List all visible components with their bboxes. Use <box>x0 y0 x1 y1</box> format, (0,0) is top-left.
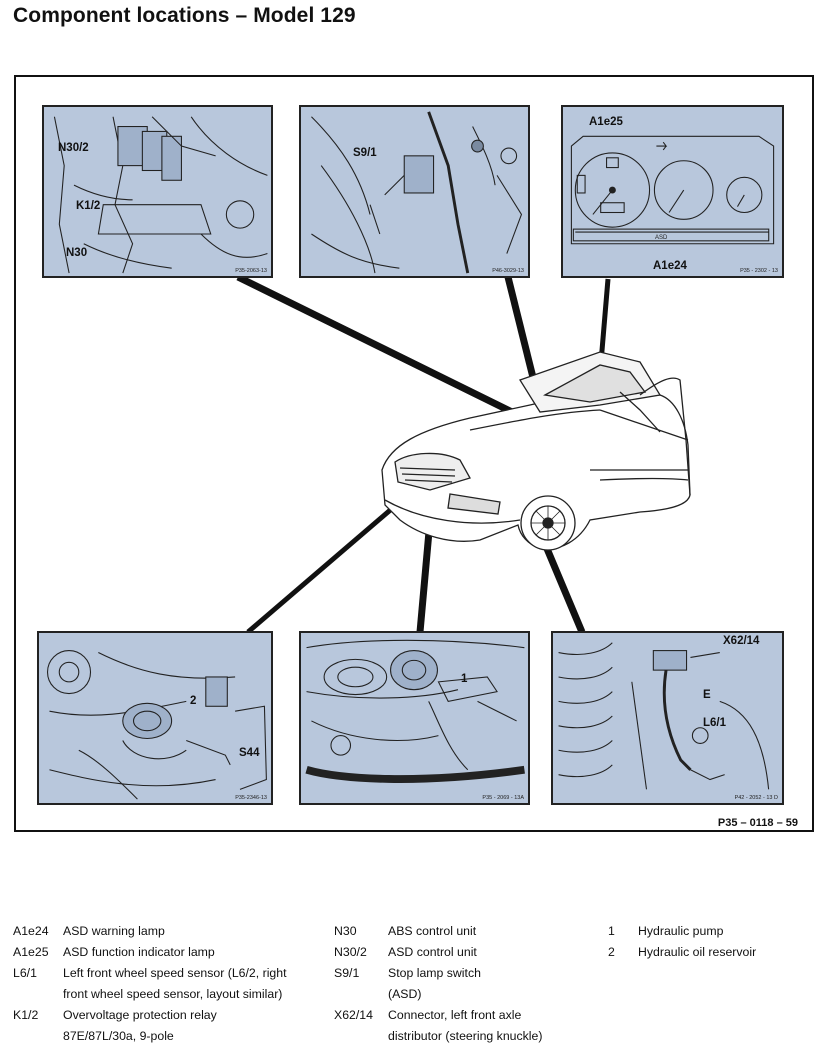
instrument-cluster-sketch <box>570 135 775 245</box>
legend-column-2: N30 ABS control unit N30/2 ASD control u… <box>334 921 542 1047</box>
legend-desc: Stop lamp switch <box>388 966 481 980</box>
legend-desc: ABS control unit <box>388 924 477 938</box>
legend-item: S9/1 Stop lamp switch (ASD) <box>334 963 542 1005</box>
label-2: 2 <box>190 695 197 707</box>
legend-code: S9/1 <box>334 966 360 980</box>
legend-desc: (ASD) <box>388 987 422 1001</box>
panel-wheel-sensor: X62/14 E L6/1 P42 - 2052 - 13 D <box>551 631 784 805</box>
legend-item: N30/2 ASD control unit <box>334 942 542 963</box>
legend-column-1: A1e24 ASD warning lamp A1e25 ASD functio… <box>13 921 287 1047</box>
label-e: E <box>703 689 711 701</box>
legend-item: A1e24 ASD warning lamp <box>13 921 287 942</box>
legend-code: X62/14 <box>334 1008 373 1022</box>
legend-item: N30 ABS control unit <box>334 921 542 942</box>
legend-desc: Overvoltage protection relay <box>63 1008 217 1022</box>
panel-stop-lamp-switch: S9/1 P46-3029-13 <box>299 105 530 278</box>
label-x62-14: X62/14 <box>723 635 760 647</box>
label-n30-2: N30/2 <box>58 142 89 154</box>
legend-code: N30 <box>334 924 357 938</box>
legend-column-3: 1 Hydraulic pump 2 Hydraulic oil reservo… <box>608 921 756 963</box>
label-1: 1 <box>461 673 468 685</box>
legend-item: 1 Hydraulic pump <box>608 921 756 942</box>
diagram-frame <box>14 75 814 832</box>
panel-hydraulic-pump: 1 P35 - 2069 - 13A <box>299 631 530 805</box>
reservoir-sketch <box>46 650 267 800</box>
legend-item: X62/14 Connector, left front axle distri… <box>334 1005 542 1047</box>
legend-desc: 87E/87L/30a, 9-pole <box>63 1029 174 1043</box>
legend-item: A1e25 ASD function indicator lamp <box>13 942 287 963</box>
engine-bay-sketch <box>53 116 268 274</box>
legend-item: K1/2 Overvoltage protection relay 87E/87… <box>13 1005 287 1047</box>
label-a1e25: A1e25 <box>589 116 623 128</box>
legend-code: A1e24 <box>13 924 49 938</box>
page-title: Component locations – Model 129 <box>13 4 356 27</box>
legend-code: K1/2 <box>13 1008 39 1022</box>
legend-item: 2 Hydraulic oil reservoir <box>608 942 756 963</box>
panel-relay-location: N30/2 K1/2 N30 P35-2063-13 <box>42 105 273 278</box>
label-n30: N30 <box>66 247 88 259</box>
legend-item: L6/1 Left front wheel speed sensor (L6/2… <box>13 963 287 1005</box>
panel-instrument-cluster: A1e25 A1e24 ASD P35 - 2302 - 13 <box>561 105 784 278</box>
figure-reference: P35 – 0118 – 59 <box>717 817 798 829</box>
legend-desc: Left front wheel speed sensor (L6/2, rig… <box>63 966 287 980</box>
pump-sketch <box>305 639 525 783</box>
legend-desc: Connector, left front axle <box>388 1008 522 1022</box>
legend-code: A1e25 <box>13 945 49 959</box>
label-s44: S44 <box>239 747 260 759</box>
wheel-sensor-sketch <box>558 642 770 790</box>
legend-code: 1 <box>608 924 615 938</box>
panel-code: P35-2063-13 <box>235 268 267 274</box>
legend-desc: ASD function indicator lamp <box>63 945 215 959</box>
pedal-sketch <box>311 111 523 274</box>
panel-code: P35 - 2302 - 13 <box>740 268 778 274</box>
panel-code: P42 - 2052 - 13 D <box>734 795 778 801</box>
panel-code: P35-2346-13 <box>235 795 267 801</box>
legend-desc: front wheel speed sensor, layout similar… <box>63 987 283 1001</box>
legend-code: 2 <box>608 945 615 959</box>
label-l6-1: L6/1 <box>703 717 727 729</box>
legend-desc: ASD warning lamp <box>63 924 165 938</box>
legend-desc: distributor (steering knuckle) <box>388 1029 543 1043</box>
legend-desc: Hydraulic pump <box>638 924 724 938</box>
label-s9-1: S9/1 <box>353 147 377 159</box>
panel-oil-reservoir: 2 S44 P35-2346-13 <box>37 631 273 805</box>
legend-desc: ASD control unit <box>388 945 477 959</box>
panel-code: P35 - 2069 - 13A <box>482 795 524 801</box>
panel-code: P46-3029-13 <box>492 268 524 274</box>
label-a1e24: A1e24 <box>653 260 687 272</box>
legend-code: L6/1 <box>13 966 37 980</box>
asd-display-text: ASD <box>655 235 668 241</box>
legend-desc: Hydraulic oil reservoir <box>638 945 757 959</box>
label-k1-2: K1/2 <box>76 200 101 212</box>
legend-code: N30/2 <box>334 945 367 959</box>
